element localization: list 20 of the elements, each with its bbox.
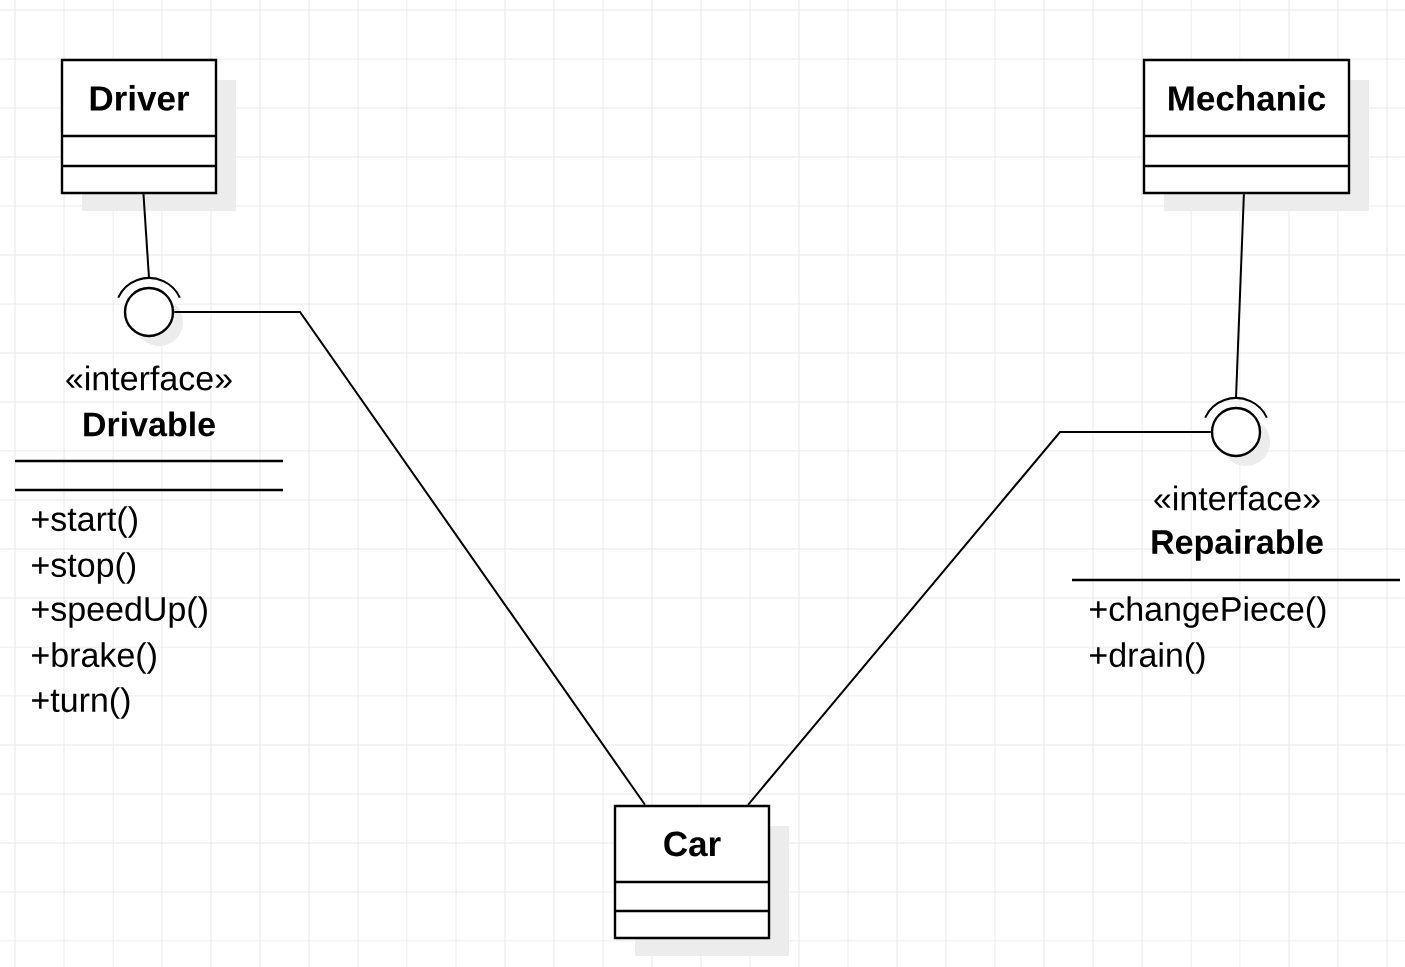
association-line (1235, 193, 1245, 399)
method-label: +changePiece() (1090, 596, 1326, 628)
interface-name: Repairable (1152, 529, 1323, 561)
method-label: +turn() (32, 687, 130, 719)
association-line (173, 311, 646, 806)
method-label: +start() (32, 506, 137, 538)
class-box: Car (613, 804, 789, 956)
method-label: +stop() (32, 552, 136, 584)
interface-name: Drivable (84, 411, 215, 437)
class-box: Driver (60, 58, 236, 211)
method-label: +speedUp() (32, 596, 207, 628)
interface-circle (117, 277, 183, 346)
class-box: Mechanic (1142, 58, 1369, 211)
association-line (747, 431, 1212, 806)
stereotype-label: «interface» (66, 365, 232, 391)
method-label: +brake() (32, 642, 156, 674)
association-line (142, 193, 150, 279)
method-label: +drain() (1090, 642, 1205, 674)
interface-circle (1204, 397, 1270, 466)
stereotype-label: «interface» (1154, 485, 1320, 511)
